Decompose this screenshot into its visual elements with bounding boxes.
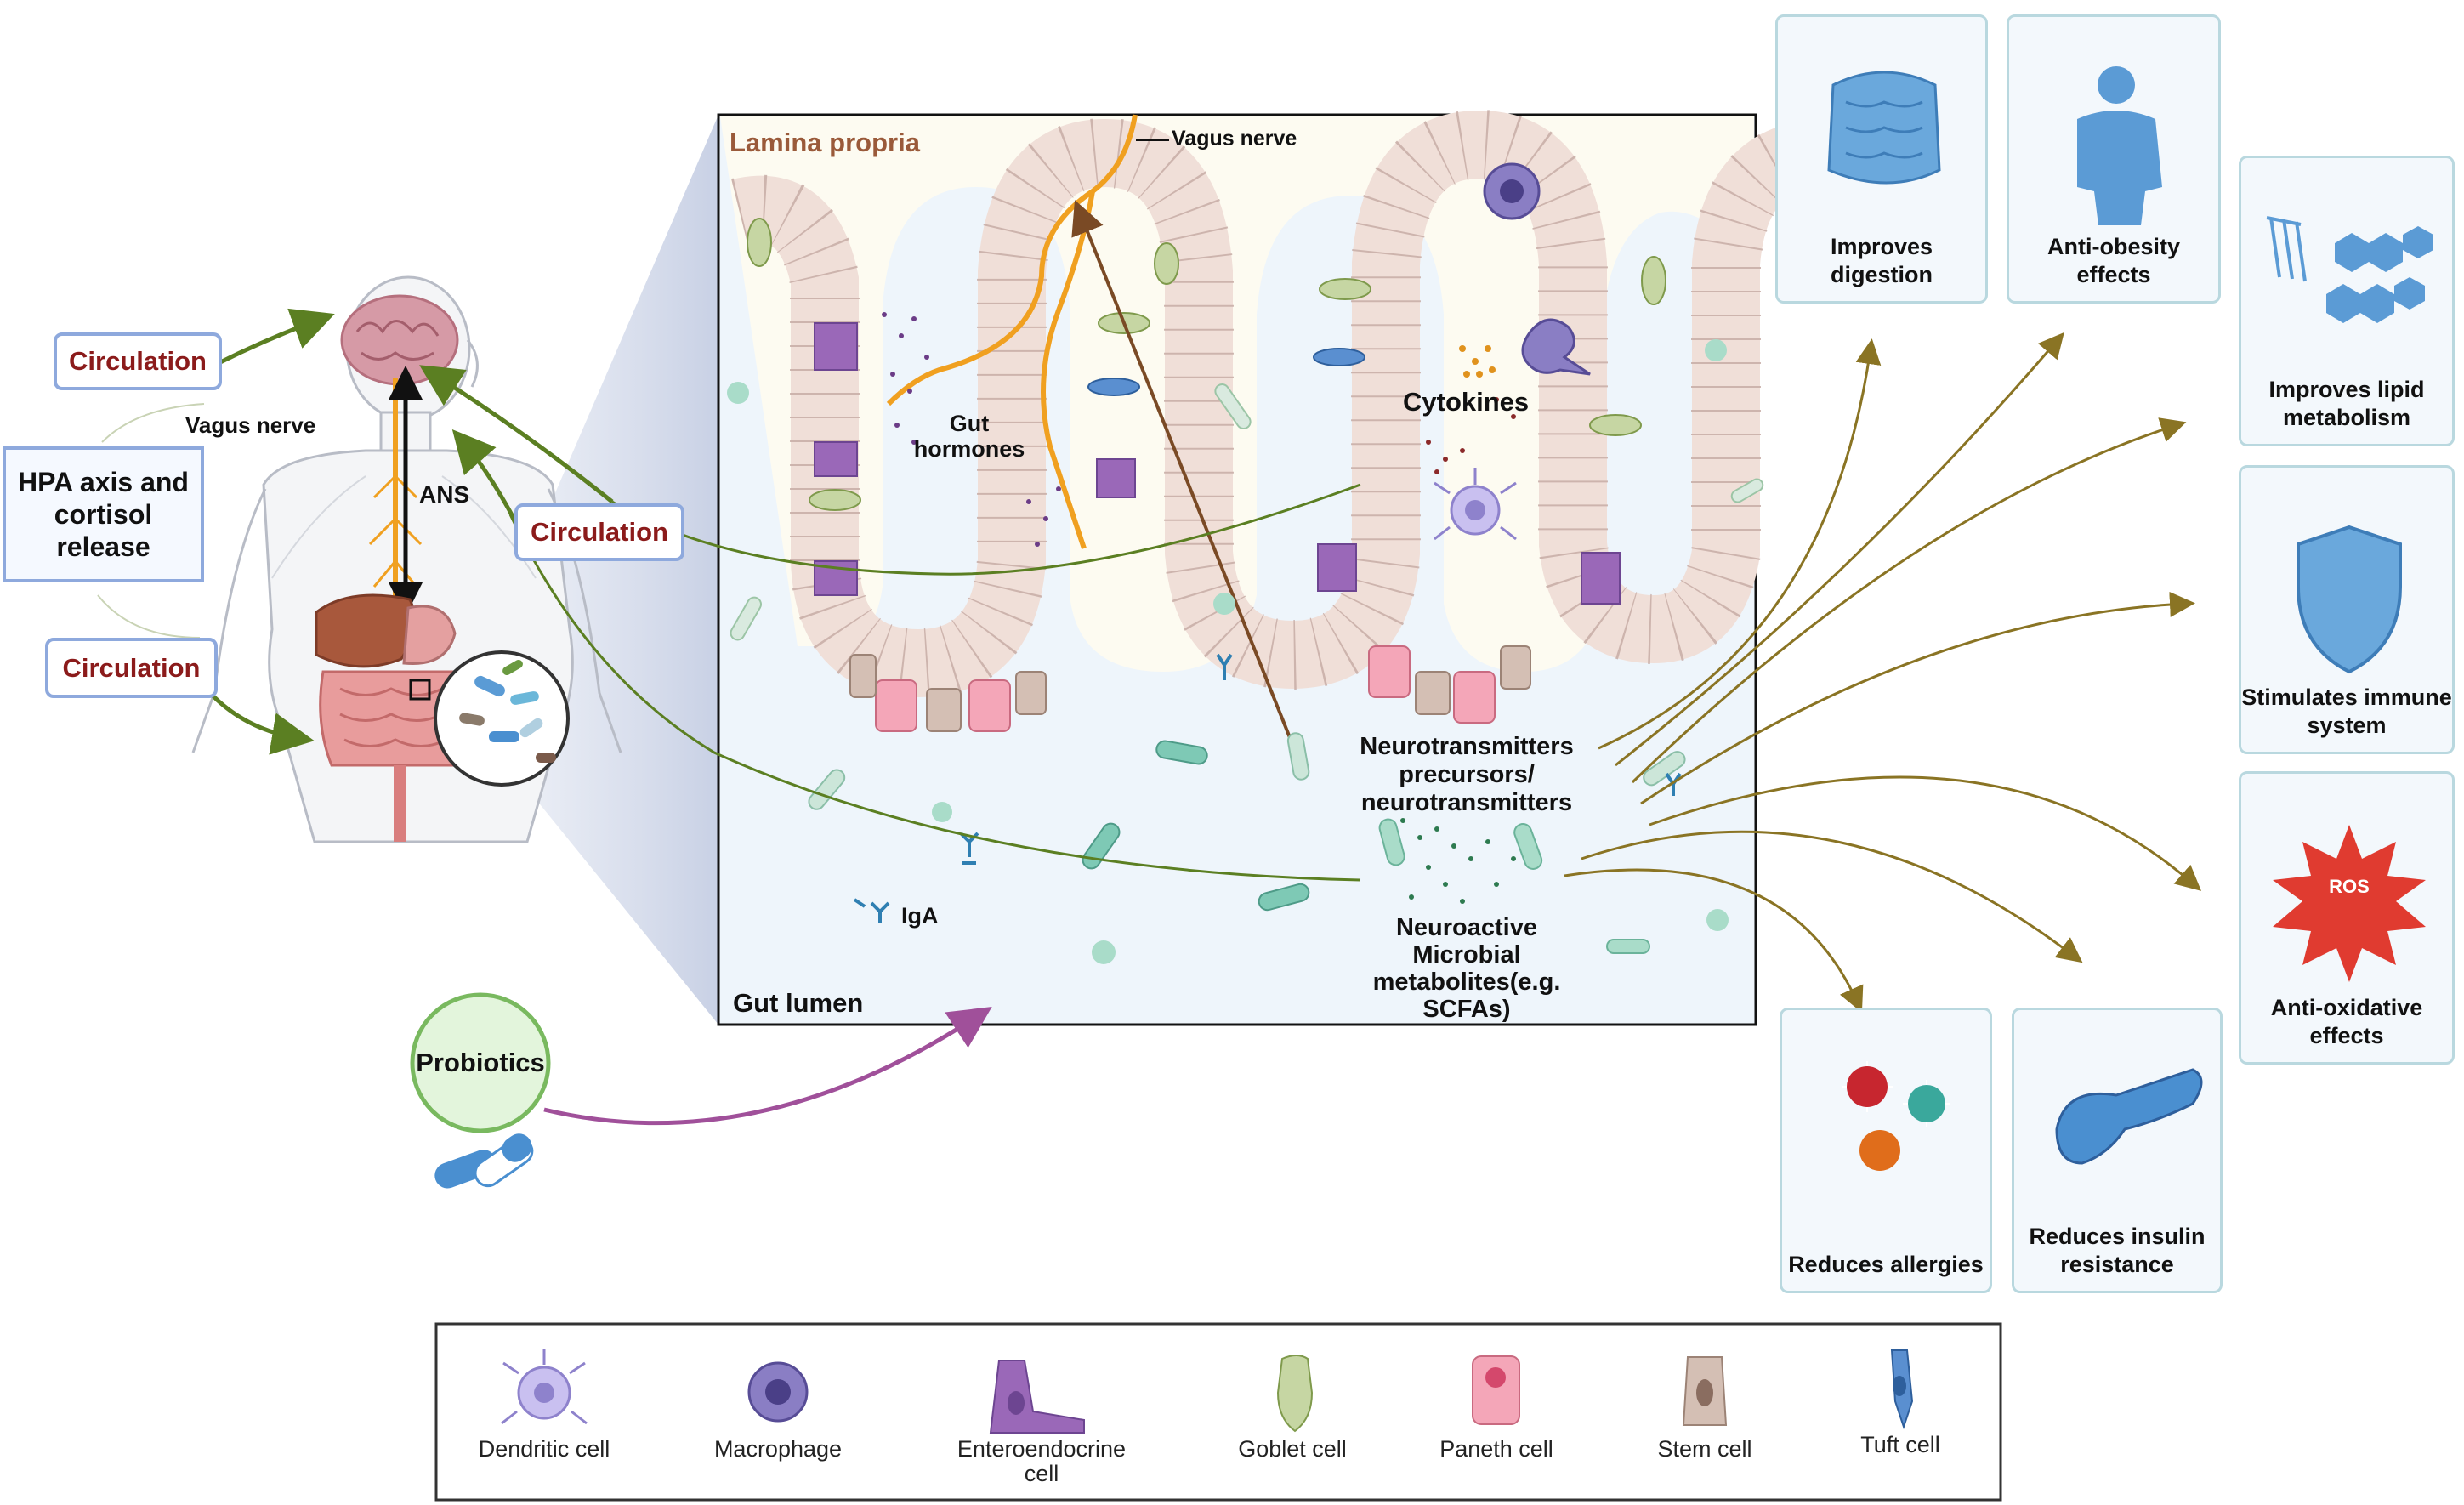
iga-label: IgA	[901, 903, 939, 929]
neuroactive-metabolites-label: Neuroactive Microbial metabolites(e.g. S…	[1372, 914, 1561, 1023]
benefit-label: Reduces allergies	[1788, 1252, 1984, 1277]
pancreas-icon	[2055, 1068, 2203, 1165]
benefit-insulin-resistance: Reduces insulin resistance	[2012, 1008, 2223, 1293]
circulation-label-top: Circulation	[54, 332, 222, 390]
ros-badge: ROS	[2329, 876, 2370, 897]
green-circulation-arrows	[97, 308, 1361, 882]
circulation-label-mid: Circulation	[514, 503, 684, 561]
benefit-label: Anti-obesity effects	[2047, 234, 2180, 287]
allergen-icon	[1842, 1061, 1950, 1171]
benefit-reduces-allergies: Reduces allergies	[1780, 1008, 1992, 1293]
benefit-improves-digestion: Improves digestion	[1775, 14, 1988, 304]
legend-tuft-cell: Tuft cell	[1860, 1432, 1940, 1457]
lipid-icon	[2266, 216, 2433, 323]
legend-dendritic-cell: Dendritic cell	[478, 1436, 610, 1462]
vagus-nerve-label-gut: Vagus nerve	[1172, 127, 1297, 150]
probiotics-node	[410, 992, 551, 1189]
microbiota-magnifier	[434, 650, 570, 787]
circulation-label-bottom: Circulation	[45, 638, 218, 698]
neurotransmitters-label: Neurotransmitters precursors/ neurotrans…	[1360, 733, 1574, 816]
benefit-anti-oxidative: ROS Anti-oxidative effects	[2239, 771, 2455, 1065]
gut-lumen-label: Gut lumen	[733, 988, 864, 1018]
intestine-icon	[1827, 71, 1941, 185]
legend-stem-cell: Stem cell	[1657, 1436, 1752, 1462]
legend-paneth-cell: Paneth cell	[1439, 1436, 1553, 1462]
benefit-lipid-metabolism: Improves lipid metabolism	[2239, 156, 2455, 446]
benefit-label: Stimulates immune system	[2241, 684, 2452, 738]
probiotic-arrow	[543, 1007, 992, 1126]
cytokines-label: Cytokines	[1403, 387, 1530, 417]
ans-label: ANS	[419, 481, 470, 508]
paneth-cell-icon	[1472, 1355, 1520, 1425]
macrophage-in-panel	[1483, 162, 1541, 220]
stem-cell-icon	[1682, 1356, 1728, 1426]
shield-icon	[2297, 525, 2402, 674]
legend-box	[434, 1322, 2002, 1502]
probiotics-label: Probiotics	[416, 1048, 545, 1077]
legend-goblet-cell: Goblet cell	[1238, 1436, 1347, 1462]
vagus-nerve-label-body: Vagus nerve	[185, 412, 316, 438]
goblet-cell-icon	[1276, 1354, 1314, 1433]
tuft-cell-icon	[1890, 1349, 1914, 1430]
lamina-propria-label: Lamina propria	[730, 128, 920, 157]
brain-icon	[340, 294, 459, 386]
benefit-immune-system: Stimulates immune system	[2239, 465, 2455, 754]
legend-macrophage: Macrophage	[713, 1436, 843, 1462]
enteroendocrine-cell-icon	[989, 1360, 1085, 1434]
hpa-axis-box: HPA axis and cortisol release	[3, 446, 204, 582]
capsule-icon	[434, 1133, 534, 1189]
macrophage-icon	[747, 1361, 809, 1423]
human-body-figure	[191, 275, 622, 843]
gut-hormones-label: Gut hormones	[913, 411, 1025, 462]
benefit-anti-obesity: Anti-obesity effects	[2007, 14, 2221, 304]
benefit-label: Improves digestion	[1830, 234, 1933, 287]
gut-panel	[717, 109, 1830, 1026]
ros-burst-icon	[2273, 825, 2426, 982]
benefit-arrows	[1564, 332, 2202, 1013]
benefit-label: Reduces insulin resistance	[2029, 1224, 2206, 1277]
legend-enteroendocrine-cell: Enteroendocrine cell	[957, 1436, 1127, 1486]
benefit-label: Improves lipid metabolism	[2268, 377, 2425, 430]
body-icon	[2077, 66, 2162, 225]
benefit-label: Anti-oxidative effects	[2270, 995, 2423, 1048]
dendritic-cell-icon	[501, 1349, 588, 1425]
